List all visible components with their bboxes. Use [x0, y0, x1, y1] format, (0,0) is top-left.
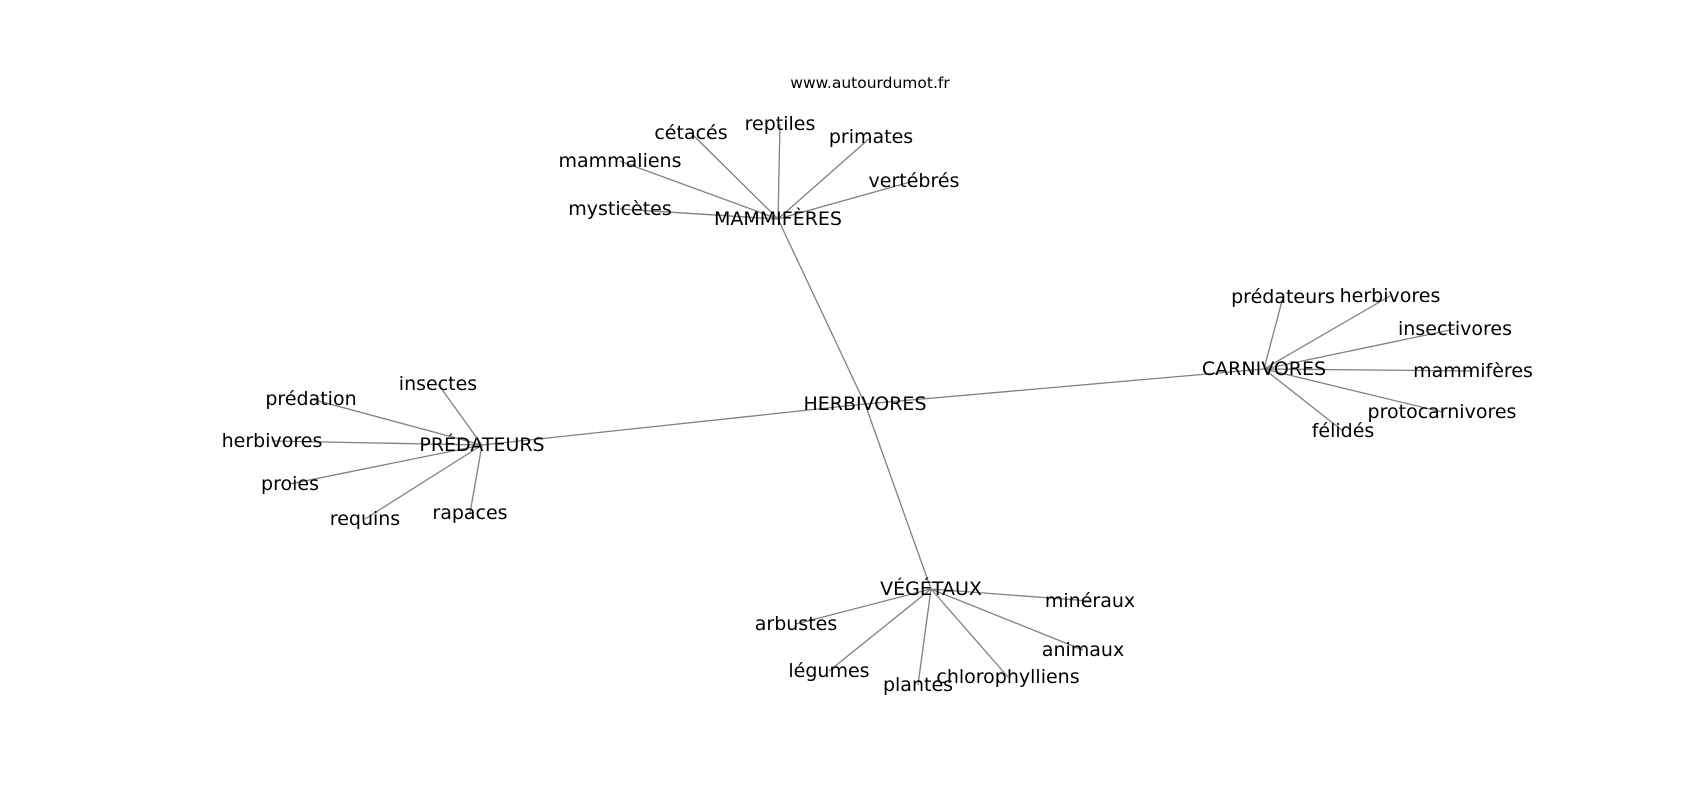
edge-vegetaux-mineraux	[930, 588, 1091, 602]
leaf-node-carnivores-herbivores[interactable]: herbivores	[1340, 285, 1441, 307]
leaf-node-predateurs-proies[interactable]: proies	[261, 473, 319, 495]
edge-center-mammiferes	[777, 218, 866, 405]
hub-node-predateurs[interactable]: PRÉDATEURS	[419, 433, 544, 456]
leaf-node-mammiferes-mammaliens[interactable]: mammaliens	[559, 150, 682, 172]
edge-center-vegetaux	[864, 403, 932, 590]
edge-carnivores-mammiferes	[1263, 368, 1474, 372]
leaf-node-vegetaux-legumes[interactable]: légumes	[788, 660, 869, 682]
leaf-node-mammiferes-reptiles[interactable]: reptiles	[745, 113, 816, 135]
edge-carnivores-herbivores	[1263, 295, 1391, 370]
edge-mammiferes-reptiles	[777, 123, 781, 220]
edge-predateurs-predation	[310, 398, 483, 446]
edge-mammiferes-mammaliens	[619, 160, 779, 220]
edge-predateurs-herbivores	[271, 440, 483, 446]
leaf-node-predateurs-herbivores[interactable]: herbivores	[222, 430, 323, 452]
leaf-node-vegetaux-plantes[interactable]: plantes	[883, 674, 953, 696]
edge-predateurs-requins	[364, 444, 483, 520]
leaf-node-carnivores-mammiferes[interactable]: mammifères	[1413, 360, 1533, 382]
edge-vegetaux-arbustes	[795, 588, 932, 625]
graph-labels: www.autourdumot.fr HERBIVORES MAMMIFÈRES…	[222, 74, 1533, 696]
edge-vegetaux-animaux	[930, 588, 1084, 651]
leaf-node-carnivores-predateurs[interactable]: prédateurs	[1231, 286, 1335, 308]
leaf-node-predateurs-requins[interactable]: requins	[330, 508, 400, 530]
leaf-node-mammiferes-mysticetes[interactable]: mysticètes	[568, 198, 672, 220]
edge-mammiferes-vertebres	[777, 180, 915, 220]
leaf-node-mammiferes-vertebres[interactable]: vertébrés	[869, 170, 960, 192]
edge-carnivores-felides	[1263, 368, 1344, 432]
leaf-node-carnivores-protocarnivores[interactable]: protocarnivores	[1368, 401, 1517, 423]
center-node-herbivores[interactable]: HERBIVORES	[803, 393, 926, 415]
edge-carnivores-predateurs	[1263, 296, 1284, 370]
edge-mammiferes-cetaces	[690, 132, 779, 220]
edge-vegetaux-legumes	[828, 588, 932, 672]
edge-vegetaux-plantes	[917, 588, 932, 686]
edge-carnivores-protocarnivores	[1263, 368, 1443, 413]
leaf-node-mammiferes-cetaces[interactable]: cétacés	[654, 122, 727, 144]
hub-node-carnivores[interactable]: CARNIVORES	[1202, 358, 1326, 380]
edge-center-predateurs	[481, 403, 866, 446]
edge-predateurs-proies	[289, 444, 483, 485]
leaf-node-carnivores-felides[interactable]: félidés	[1312, 420, 1375, 442]
leaf-node-predateurs-rapaces[interactable]: rapaces	[432, 502, 507, 524]
hub-node-vegetaux[interactable]: VÉGÉTAUX	[880, 577, 982, 600]
edge-vegetaux-chlorophylliens	[930, 588, 1009, 678]
edge-predateurs-insectes	[437, 383, 483, 446]
edge-predateurs-rapaces	[469, 444, 483, 514]
leaf-node-vegetaux-arbustes[interactable]: arbustes	[755, 613, 838, 635]
leaf-node-predateurs-insectes[interactable]: insectes	[399, 373, 477, 395]
edge-mammiferes-mysticetes	[619, 208, 779, 220]
leaf-node-vegetaux-animaux[interactable]: animaux	[1042, 639, 1124, 661]
leaf-node-predateurs-predation[interactable]: prédation	[265, 388, 356, 410]
leaf-node-carnivores-insectivores[interactable]: insectivores	[1398, 318, 1512, 340]
edge-carnivores-insectivores	[1263, 328, 1456, 370]
leaf-node-vegetaux-mineraux[interactable]: minéraux	[1045, 590, 1135, 612]
edge-mammiferes-primates	[777, 136, 872, 220]
hub-node-mammiferes[interactable]: MAMMIFÈRES	[714, 207, 842, 230]
site-url-label[interactable]: www.autourdumot.fr	[790, 74, 950, 92]
edge-center-carnivores	[864, 368, 1265, 405]
leaf-node-mammiferes-primates[interactable]: primates	[829, 126, 913, 148]
leaf-node-vegetaux-chlorophylliens[interactable]: chlorophylliens	[936, 666, 1079, 688]
graph-edges	[271, 123, 1474, 686]
